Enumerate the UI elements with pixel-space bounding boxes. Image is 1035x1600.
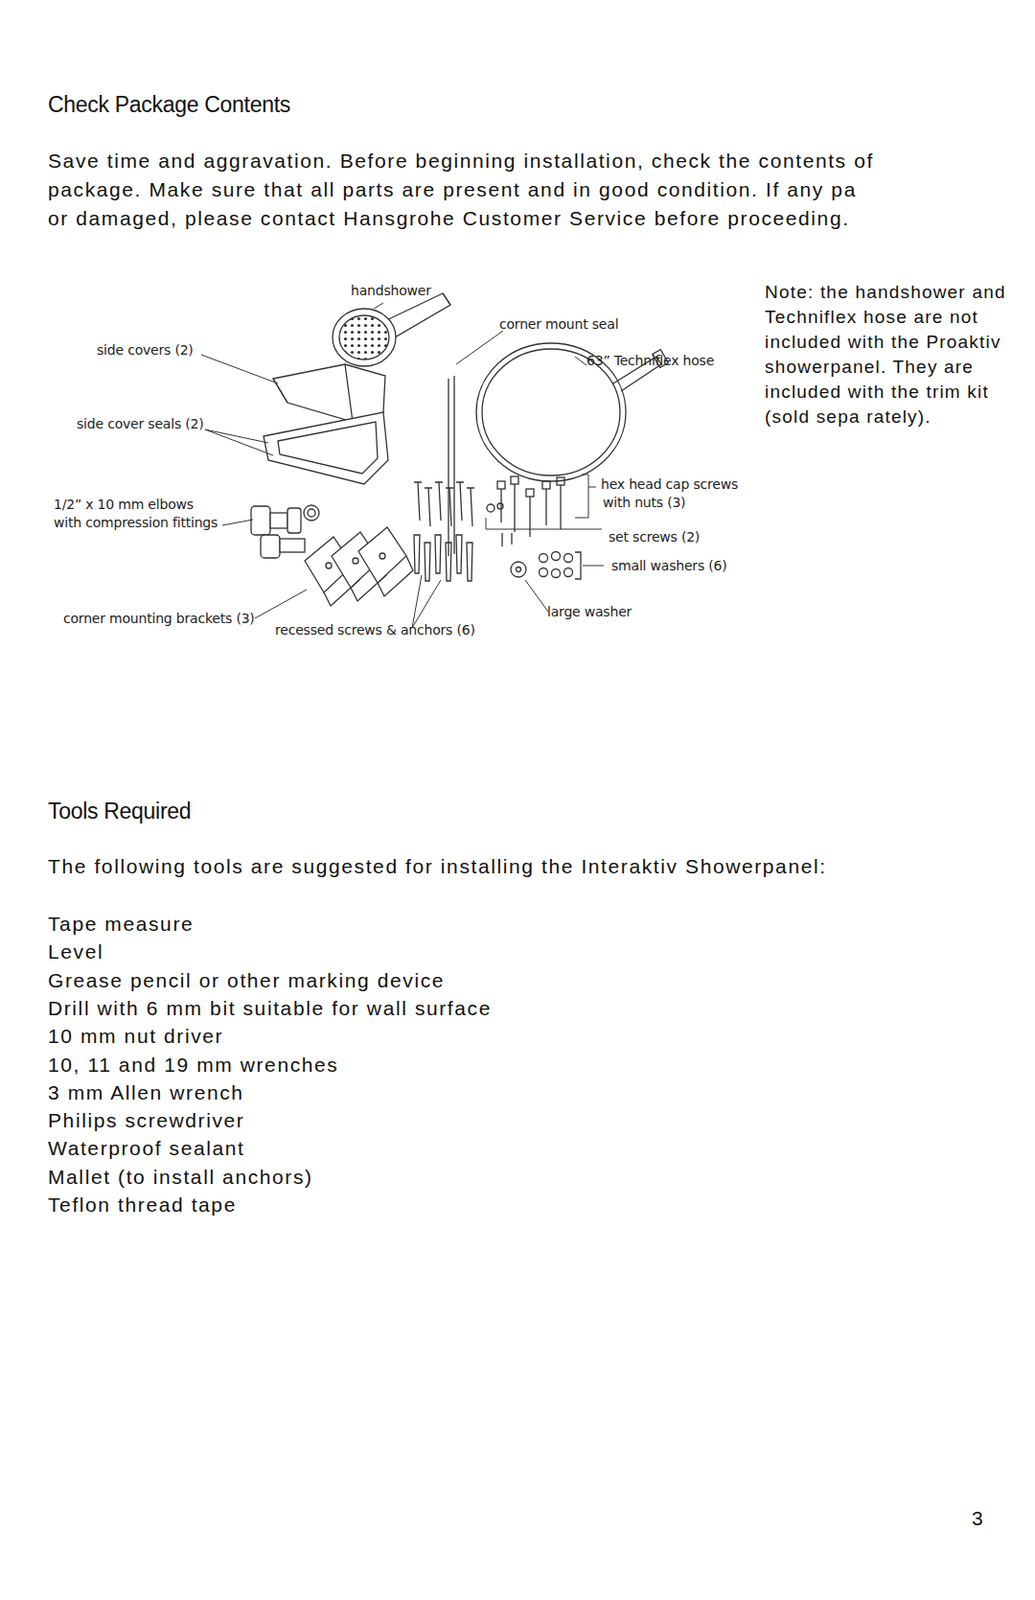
part-label: set screws (2) xyxy=(608,529,700,545)
tool-item: Drill with 6 mm bit suitable for wall su… xyxy=(47,996,492,1020)
note-text: Note: the handshower and Techniflex hose… xyxy=(764,279,1029,430)
tool-item: Mallet (to install anchors) xyxy=(47,1165,314,1189)
elbows-drawing xyxy=(251,505,320,558)
anchor-stroke xyxy=(414,534,420,574)
body-text: Save time and aggravation. Before beginn… xyxy=(47,149,874,173)
part-label: handshower xyxy=(350,282,432,299)
part-label: with nuts (3) xyxy=(602,494,686,510)
body-text: package. Make sure that all parts are pr… xyxy=(47,178,857,202)
leader-lines xyxy=(201,302,604,628)
screw-stroke xyxy=(445,487,454,527)
body-text: or damaged, please contact Hansgrohe Cus… xyxy=(47,207,851,230)
handshower-drawing xyxy=(332,293,451,367)
page-number: 3 xyxy=(971,1506,985,1530)
tool-item: Tape measure xyxy=(47,912,194,936)
part-label: small washers (6) xyxy=(611,557,727,574)
part-label: hex head cap screws xyxy=(600,476,738,492)
part-label: recessed screws & anchors (6) xyxy=(275,621,476,638)
anchor-stroke xyxy=(435,534,441,574)
brackets-drawing xyxy=(304,527,414,606)
screw-stroke xyxy=(424,487,433,527)
part-label: corner mounting brackets (3) xyxy=(63,610,255,626)
anchor-stroke xyxy=(466,542,473,581)
part-label: corner mount seal xyxy=(499,316,619,332)
side-cover-seal-drawing xyxy=(263,412,389,484)
tool-item: Philips screwdriver xyxy=(47,1108,245,1132)
tool-item: Waterproof sealant xyxy=(47,1136,245,1160)
tool-item: Teflon thread tape xyxy=(47,1193,237,1217)
part-label: 63” Techniflex hose xyxy=(586,352,714,368)
screw-stroke xyxy=(456,482,464,521)
tool-item: 10, 11 and 19 mm wrenches xyxy=(47,1053,339,1077)
body-text: The following tools are suggested for in… xyxy=(47,854,828,878)
part-label: large washer xyxy=(547,603,632,620)
part-label: 1/2” x 10 mm elbows xyxy=(53,496,194,512)
tool-item: 3 mm Allen wrench xyxy=(47,1081,245,1104)
part-label: side covers (2) xyxy=(96,342,194,358)
screw-stroke xyxy=(414,482,422,521)
section-heading: Check Package Contents xyxy=(47,92,291,118)
part-label: side cover seals (2) xyxy=(76,415,204,432)
tool-item: Level xyxy=(47,940,104,964)
tool-item: Grease pencil or other marking device xyxy=(47,968,445,992)
corner-seal-drawing xyxy=(448,375,455,556)
recessed-screws-drawing xyxy=(414,482,475,581)
anchor-stroke xyxy=(424,542,431,581)
part-label: with compression fittings xyxy=(53,514,218,530)
side-cover-drawing xyxy=(273,364,386,422)
screw-stroke xyxy=(466,487,475,527)
anchor-stroke xyxy=(456,534,462,574)
section-heading: Tools Required xyxy=(47,798,191,825)
screw-stroke xyxy=(435,482,443,521)
small-parts-drawing xyxy=(486,476,581,579)
tool-item: 10 mm nut driver xyxy=(47,1024,224,1048)
